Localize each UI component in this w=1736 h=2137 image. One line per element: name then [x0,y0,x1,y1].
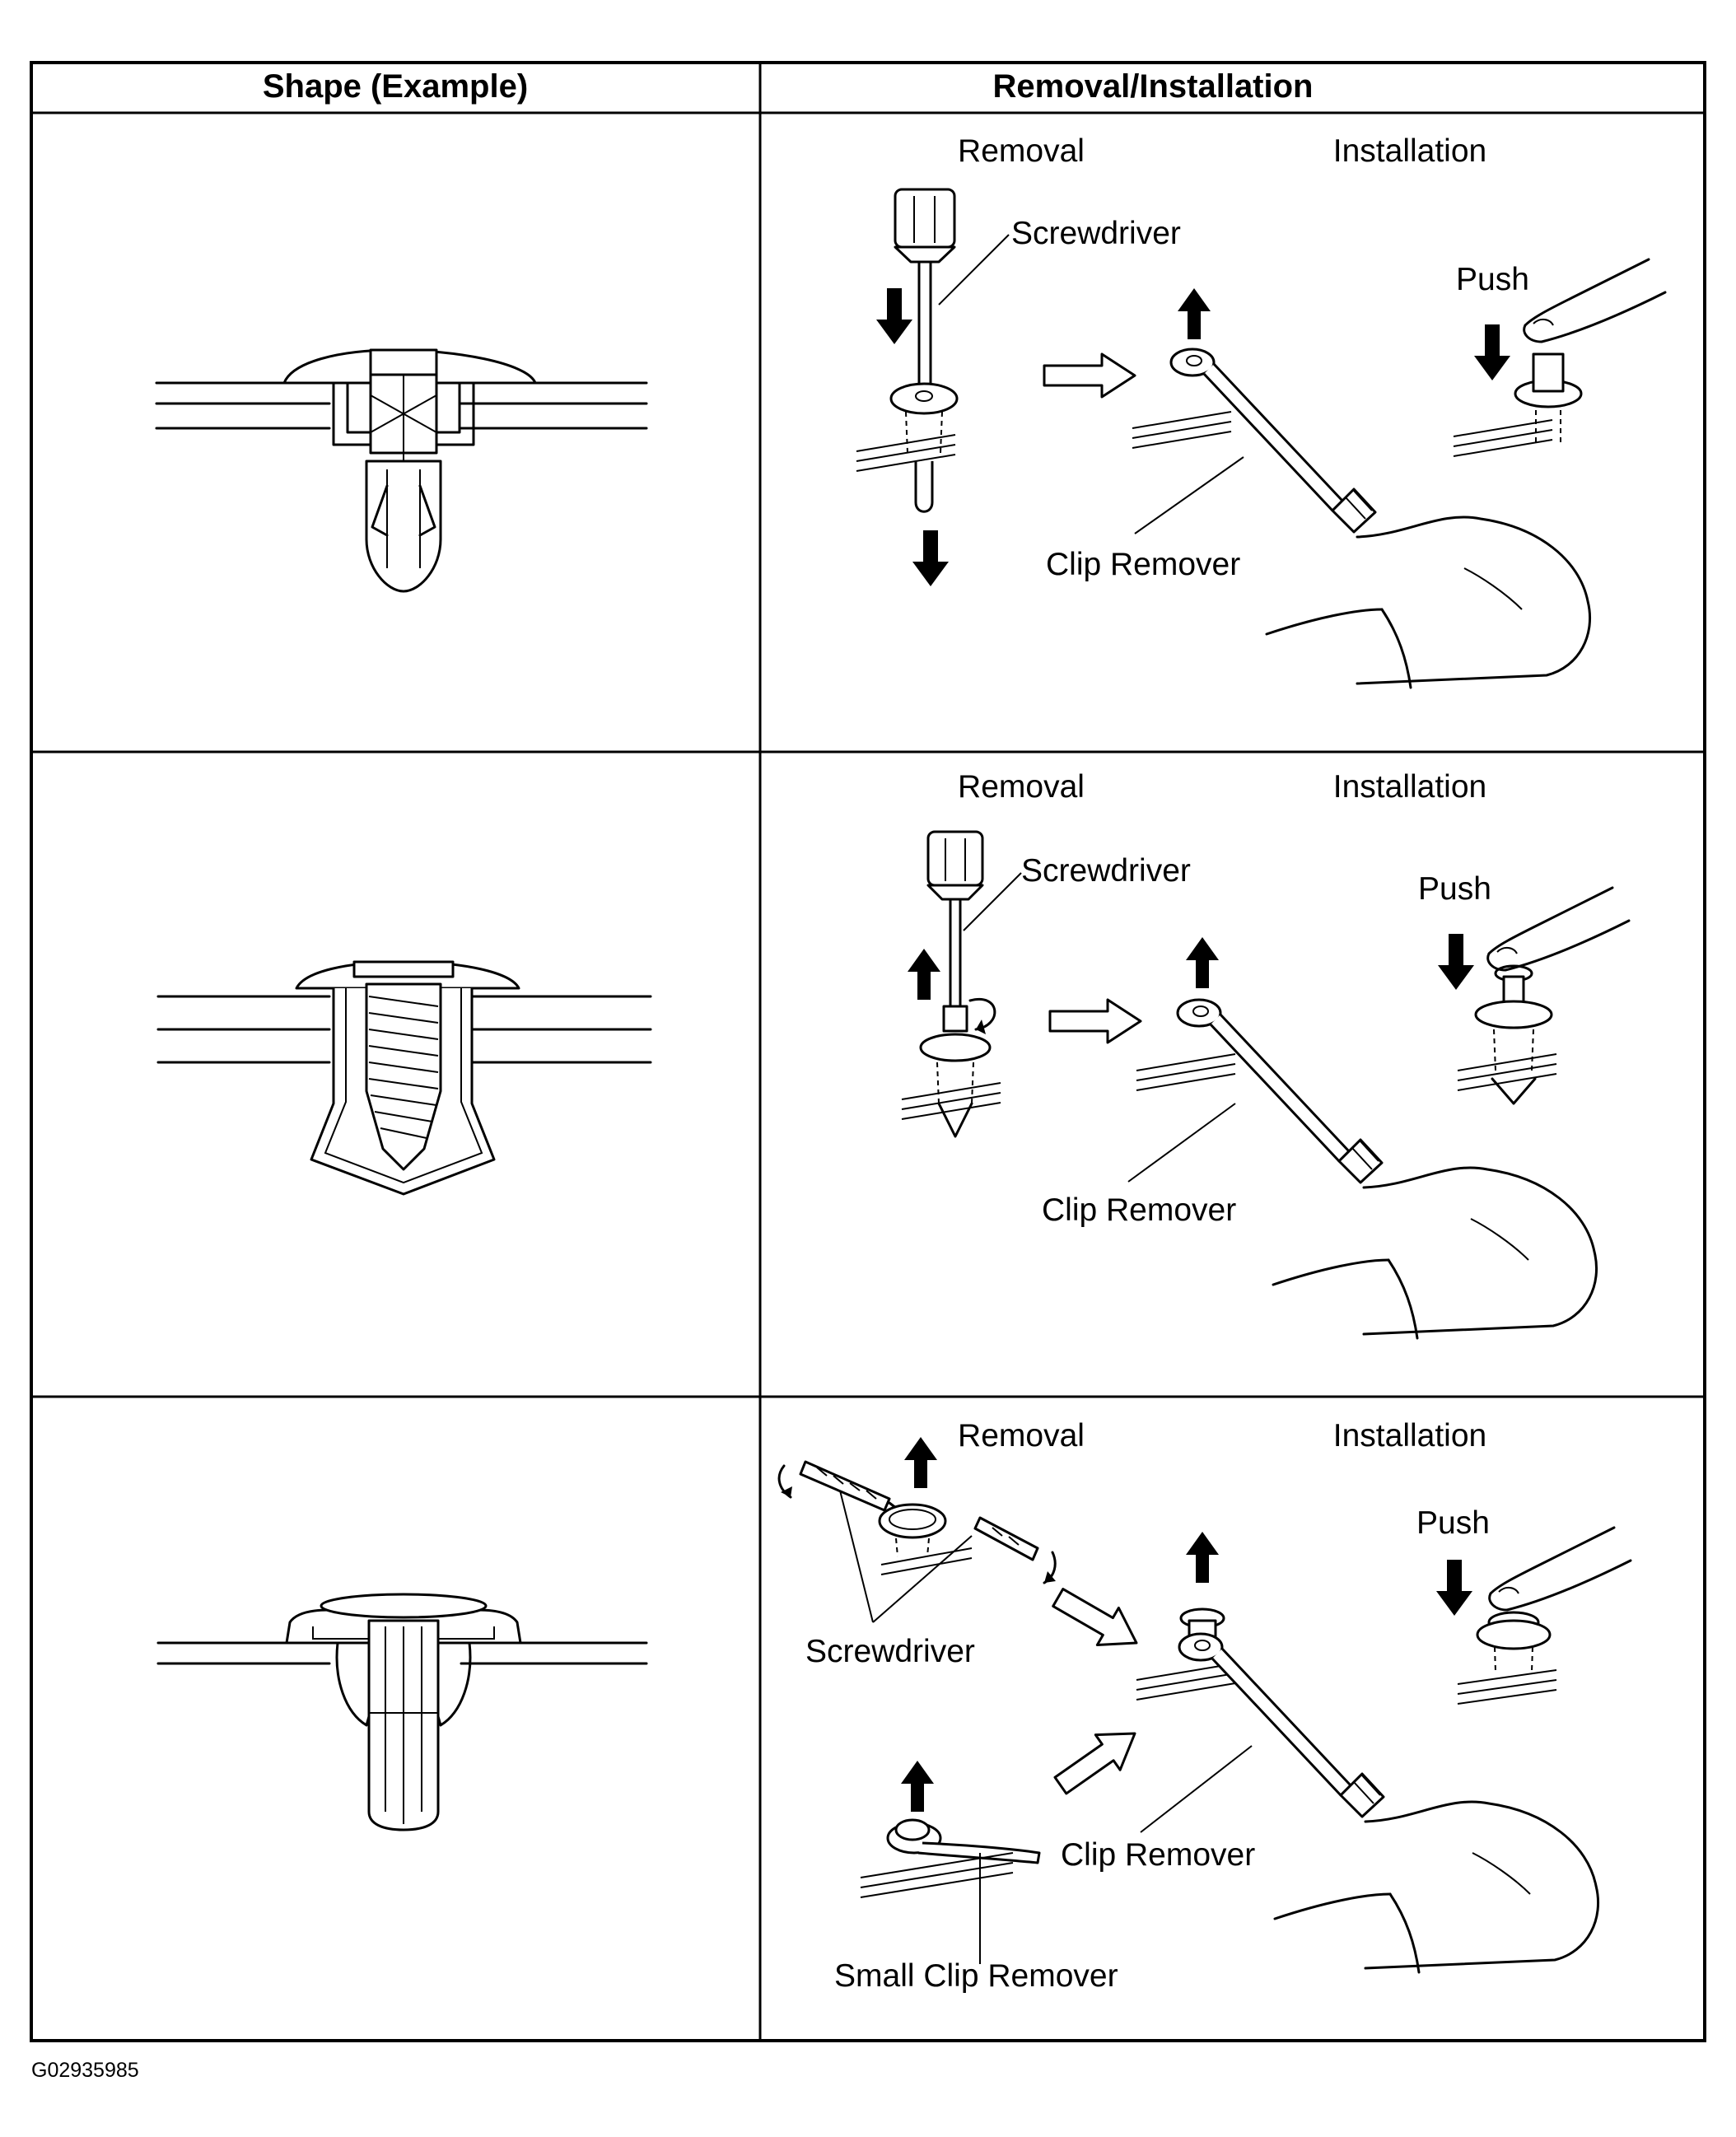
label-removal-2: Removal [958,769,1085,805]
clip-install-illustration-2 [1474,964,1553,1105]
label-removal-1: Removal [958,133,1085,169]
clip-install-illustration-1 [1514,352,1583,445]
arrow-up-icon [908,949,940,1000]
hollow-arrow-right-icon [1046,1577,1149,1663]
hollow-arrow-right-icon [1047,1715,1149,1804]
label-installation-2: Installation [1333,769,1486,805]
label-push-2: Push [1418,871,1491,907]
header-removal-installation: Removal/Installation [993,68,1314,105]
label-screwdriver-2: Screwdriver [1021,853,1191,889]
clip-remover-illustration-2 [1176,998,1598,1340]
label-screwdriver-1: Screwdriver [1011,216,1181,251]
arrow-up-icon [904,1437,937,1488]
arrow-up-icon [1186,1532,1219,1583]
screwdriver-illustration-2 [919,830,996,1138]
arrow-down-icon [1474,324,1510,380]
label-screwdriver-3: Screwdriver [805,1634,975,1669]
label-clip-remover-2: Clip Remover [1042,1192,1236,1228]
arrow-up-icon [901,1761,934,1812]
hollow-arrow-right-icon [1048,998,1142,1044]
screwdriver-illustration-1 [889,188,959,513]
label-clip-remover-3: Clip Remover [1061,1837,1255,1873]
clip-install-illustration-3 [1457,1611,1557,1705]
figure-id: G02935985 [31,2059,139,2082]
clip-remover-illustration-3 [1178,1632,1600,1974]
arrow-down-icon [1436,1560,1472,1616]
label-installation-1: Installation [1333,133,1486,169]
finger-illustration [1523,258,1667,343]
arrow-up-icon [1178,288,1211,339]
finger-illustration [1488,1526,1632,1612]
arrow-up-icon [1186,937,1219,988]
small-clip-remover-illustration [860,1818,1041,1898]
arrow-down-icon [876,288,912,344]
header-shape: Shape (Example) [263,68,528,105]
label-installation-3: Installation [1333,1418,1486,1453]
table-border [30,61,1706,2042]
procedure-3: Removal Installation Screwdriver [777,1418,1632,1994]
arrow-down-icon [1438,934,1474,990]
screwdriver-pry-illustration [777,1460,1057,1584]
procedure-2: Removal Installation Screwdriver Clip Re… [901,769,1631,1340]
label-removal-3: Removal [958,1418,1085,1453]
label-small-clip-remover: Small Clip Remover [834,1958,1118,1994]
procedure-1: Removal Installation Screwdriver Clip Re… [856,133,1667,689]
finger-illustration [1486,886,1631,972]
clip-shape-2 [156,960,652,1196]
label-push-3: Push [1416,1505,1490,1541]
label-clip-remover-1: Clip Remover [1046,547,1240,582]
hollow-arrow-right-icon [1043,352,1136,399]
clip-shape-1 [155,348,648,593]
arrow-down-icon [912,530,949,586]
clip-shape-3 [156,1593,648,1831]
label-push-1: Push [1456,262,1529,297]
